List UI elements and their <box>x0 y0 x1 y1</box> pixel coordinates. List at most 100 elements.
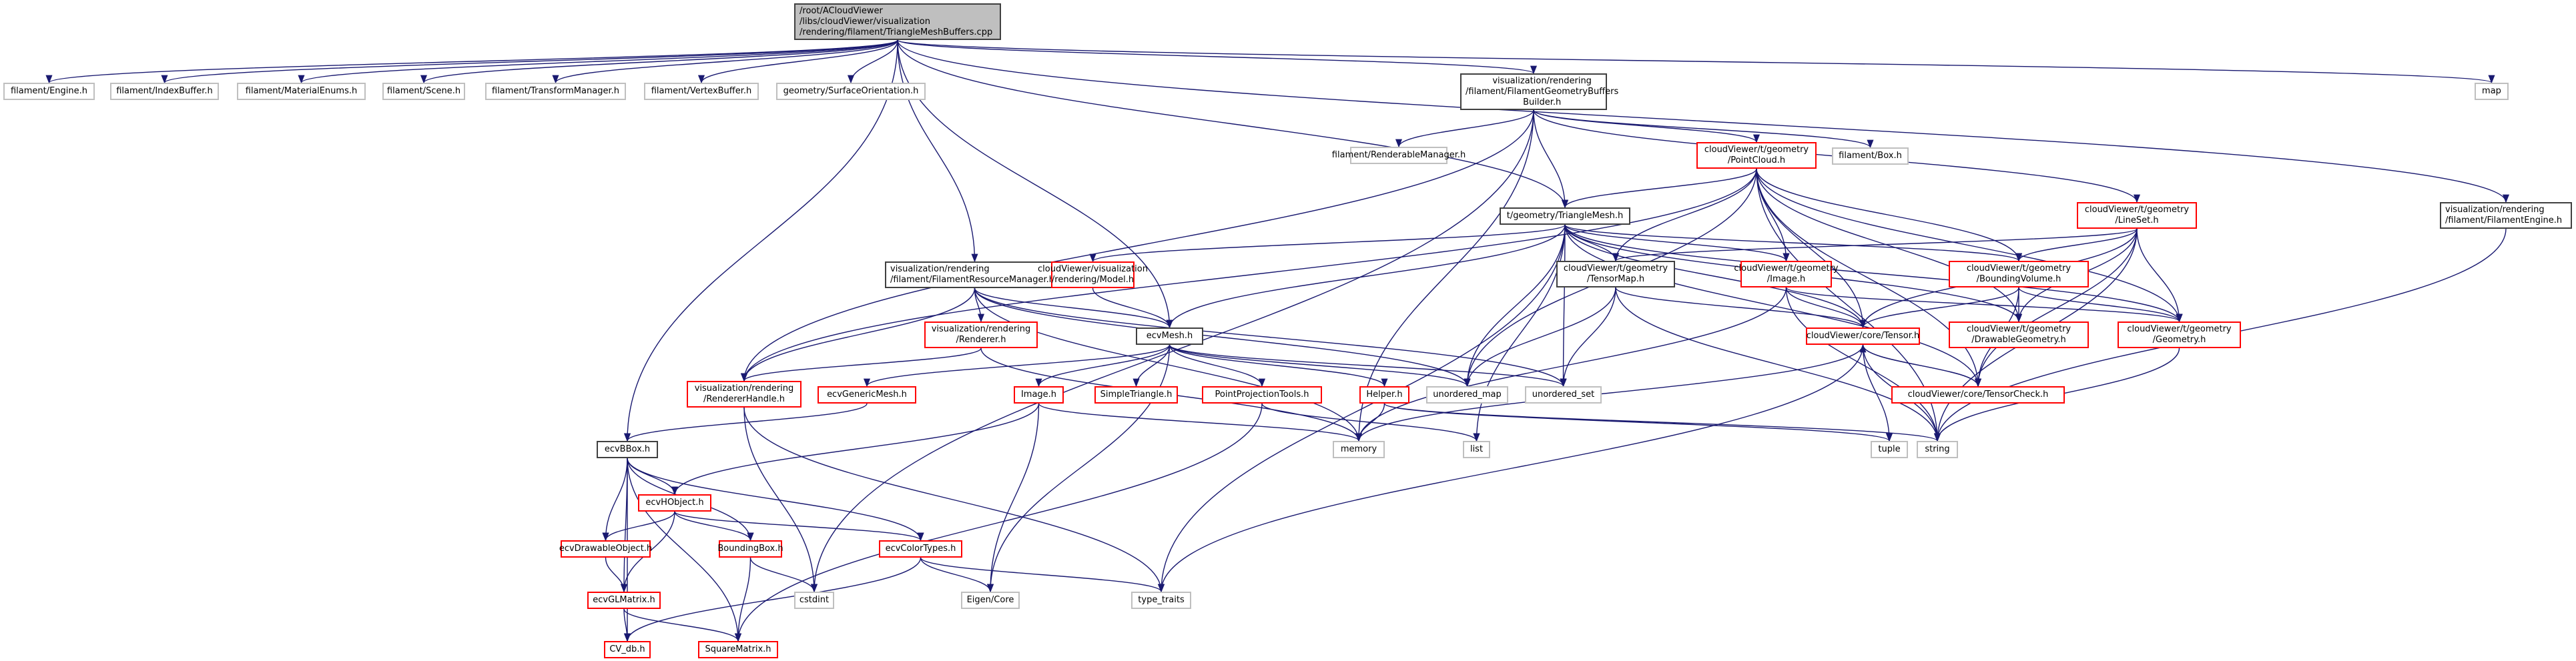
edge-tensor-to-type_traits <box>1158 344 1864 593</box>
edge-pointcloud-to-boundingvolume <box>1756 168 2022 262</box>
edge-fgbb-to-memory <box>1355 109 1534 442</box>
edge-pointcloud-to-drawablegeometry <box>1756 168 2022 323</box>
edge-lineset-to-geometry <box>2136 228 2183 323</box>
node-rendererhandle[interactable]: visualization/rendering /RendererHandle.… <box>687 381 801 408</box>
node-unordered-set[interactable]: unordered_set <box>1525 386 1602 404</box>
node-eigencore[interactable]: Eigen/Core <box>961 592 1020 609</box>
node-vertexbuffer[interactable]: filament/VertexBuffer.h <box>644 83 759 100</box>
edge-root-to-ecvbbox <box>623 39 898 442</box>
edge-trianglemesh-to-unordered_map <box>1464 224 1566 388</box>
node-surfaceorientation[interactable]: geometry/SurfaceOrientation.h <box>776 83 926 100</box>
edge-ecvhobject-to-ecvcolortypes <box>674 511 924 542</box>
edge-trianglemesh-to-list <box>1473 224 1566 442</box>
node-root[interactable]: /root/ACloudViewer /libs/cloudViewer/vis… <box>794 3 1001 40</box>
edge-ecvhobject-to-boundingbox <box>674 511 754 542</box>
node-renderablemanager[interactable]: filament/RenderableManager.h <box>1332 147 1466 164</box>
edge-helper-to-tuple <box>1383 403 1893 442</box>
edge-ecvmesh-to-unordered_set <box>1169 344 1567 388</box>
edge-ecvmesh-to-ecvgenericmesh <box>864 344 1171 388</box>
node-memory[interactable]: memory <box>1333 441 1385 458</box>
edge-image-to-memory <box>1038 403 1362 442</box>
edge-tensormap-to-unordered_set <box>1560 287 1616 388</box>
edge-trianglemesh-to-boundingvolume <box>1564 224 2022 262</box>
node-trianglemesh[interactable]: t/geometry/TriangleMesh.h <box>1500 207 1630 225</box>
node-ecvgenericmesh[interactable]: ecvGenericMesh.h <box>818 386 916 404</box>
edge-lineset-to-boundingvolume <box>2015 228 2138 262</box>
edge-trianglemesh-to-unordered_set <box>1560 224 1567 388</box>
node-ecvdrawableobject[interactable]: ecvDrawableObject.h <box>559 540 652 558</box>
node-tensorcheck[interactable]: cloudViewer/core/TensorCheck.h <box>1891 386 2065 404</box>
node-boundingvolume[interactable]: cloudViewer/t/geometry /BoundingVolume.h <box>1949 261 2089 287</box>
edge-frm-to-memory <box>974 287 1362 442</box>
edge-pointcloud-to-tensormap <box>1612 168 1757 262</box>
node-timage[interactable]: cloudViewer/t/geometry /Image.h <box>1734 261 1839 287</box>
edge-ecvglmatrix-to-cvdb <box>623 608 631 642</box>
node-ecvmesh[interactable]: ecvMesh.h <box>1136 327 1203 345</box>
edge-ecvmesh-to-image <box>1035 344 1171 388</box>
node-model[interactable]: cloudViewer/visualization /rendering/Mod… <box>1038 261 1148 288</box>
edge-ecvgenericmesh-to-ecvbbox <box>624 403 868 442</box>
node-type-traits[interactable]: type_traits <box>1131 592 1191 609</box>
node-indexbuffer[interactable]: filament/IndexBuffer.h <box>110 83 219 100</box>
node-drawablegeometry[interactable]: cloudViewer/t/geometry /DrawableGeometry… <box>1949 321 2089 348</box>
node-squarematrix[interactable]: SquareMatrix.h <box>698 641 778 658</box>
node-image[interactable]: Image.h <box>1014 386 1064 404</box>
node-simpletriangle[interactable]: SimpleTriangle.h <box>1094 386 1178 404</box>
node-ecvbbox[interactable]: ecvBBox.h <box>597 441 658 458</box>
node-ecvhobject[interactable]: ecvHObject.h <box>638 494 711 512</box>
edge-timage-to-memory <box>1355 287 1787 442</box>
edge-lineset-to-tensorcheck <box>1974 228 2138 388</box>
node-lineset[interactable]: cloudViewer/t/geometry /LineSet.h <box>2077 202 2197 229</box>
edge-trianglemesh-to-tensor <box>1564 224 1867 329</box>
node-filamentengine[interactable]: visualization/rendering /filament/Filame… <box>2440 202 2572 229</box>
node-list[interactable]: list <box>1463 441 1490 458</box>
node-frm[interactable]: visualization/rendering /filament/Filame… <box>885 261 1064 288</box>
node-geometry[interactable]: cloudViewer/t/geometry /Geometry.h <box>2118 321 2241 348</box>
edge-root-to-transformmanager <box>552 39 898 84</box>
node-helper[interactable]: Helper.h <box>1359 386 1409 404</box>
edge-root-to-fgbb <box>897 39 1537 75</box>
edge-tensorcheck-to-tensor <box>1859 344 1979 387</box>
edge-timage-to-geometry <box>1785 287 2183 323</box>
node-ecvcolortypes[interactable]: ecvColorTypes.h <box>879 540 962 558</box>
edge-root-to-engine <box>45 39 898 84</box>
node-pointprojection[interactable]: PointProjectionTools.h <box>1202 386 1322 404</box>
node-tensormap[interactable]: cloudViewer/t/geometry /TensorMap.h <box>1556 261 1675 287</box>
edge-image-to-ecvhobject <box>671 403 1040 496</box>
node-map[interactable]: map <box>2475 83 2509 100</box>
node-tuple[interactable]: tuple <box>1871 441 1908 458</box>
node-fgbb[interactable]: visualization/rendering /filament/Filame… <box>1460 73 1618 110</box>
node-scene[interactable]: filament/Scene.h <box>382 83 465 100</box>
node-unordered-map[interactable]: unordered_map <box>1426 386 1508 404</box>
edge-root-to-vertexbuffer <box>698 39 898 84</box>
edge-ecvcolortypes-to-cvdb <box>624 557 922 642</box>
node-pointcloud[interactable]: cloudViewer/t/geometry /PointCloud.h <box>1696 142 1817 169</box>
edge-image-to-eigencore <box>986 403 1040 593</box>
node-engine[interactable]: filament/Engine.h <box>3 83 95 100</box>
edge-pointcloud-to-geometry <box>1756 168 2183 323</box>
node-cstdint[interactable]: cstdint <box>794 592 834 609</box>
node-box[interactable]: filament/Box.h <box>1832 147 1909 165</box>
node-transformmanager[interactable]: filament/TransformManager.h <box>485 83 626 100</box>
edge-pointprojection-to-list <box>1261 403 1480 442</box>
edge-tensormap-to-tensor <box>1615 287 1867 329</box>
edge-root-to-indexbuffer <box>161 39 898 84</box>
edge-pointprojection-to-squarematrix <box>735 403 1263 642</box>
node-string[interactable]: string <box>1917 441 1958 458</box>
node-materialenums[interactable]: filament/MaterialEnums.h <box>237 83 366 100</box>
edge-helper-to-string <box>1383 403 1941 442</box>
edge-helper-to-memory <box>1355 403 1385 442</box>
edge-ecvcolortypes-to-eigencore <box>920 557 994 593</box>
edge-root-to-frm <box>897 39 978 263</box>
node-cvdb[interactable]: CV_db.h <box>604 641 651 658</box>
node-tensor[interactable]: cloudViewer/core/Tensor.h <box>1806 327 1920 345</box>
edge-ecvbbox-to-squarematrix <box>627 458 742 642</box>
edge-pointcloud-to-timage <box>1756 168 1790 262</box>
node-renderer[interactable]: visualization/rendering /Renderer.h <box>924 321 1038 348</box>
edge-root-to-trianglemesh <box>897 39 1568 209</box>
edge-rendererhandle-to-type_traits <box>743 407 1165 593</box>
edge-root-to-materialenums <box>298 39 898 84</box>
edge-ecvhobject-to-ecvdrawableobject <box>602 511 675 542</box>
node-ecvglmatrix[interactable]: ecvGLMatrix.h <box>587 592 661 609</box>
node-boundingbox[interactable]: BoundingBox.h <box>717 540 783 558</box>
